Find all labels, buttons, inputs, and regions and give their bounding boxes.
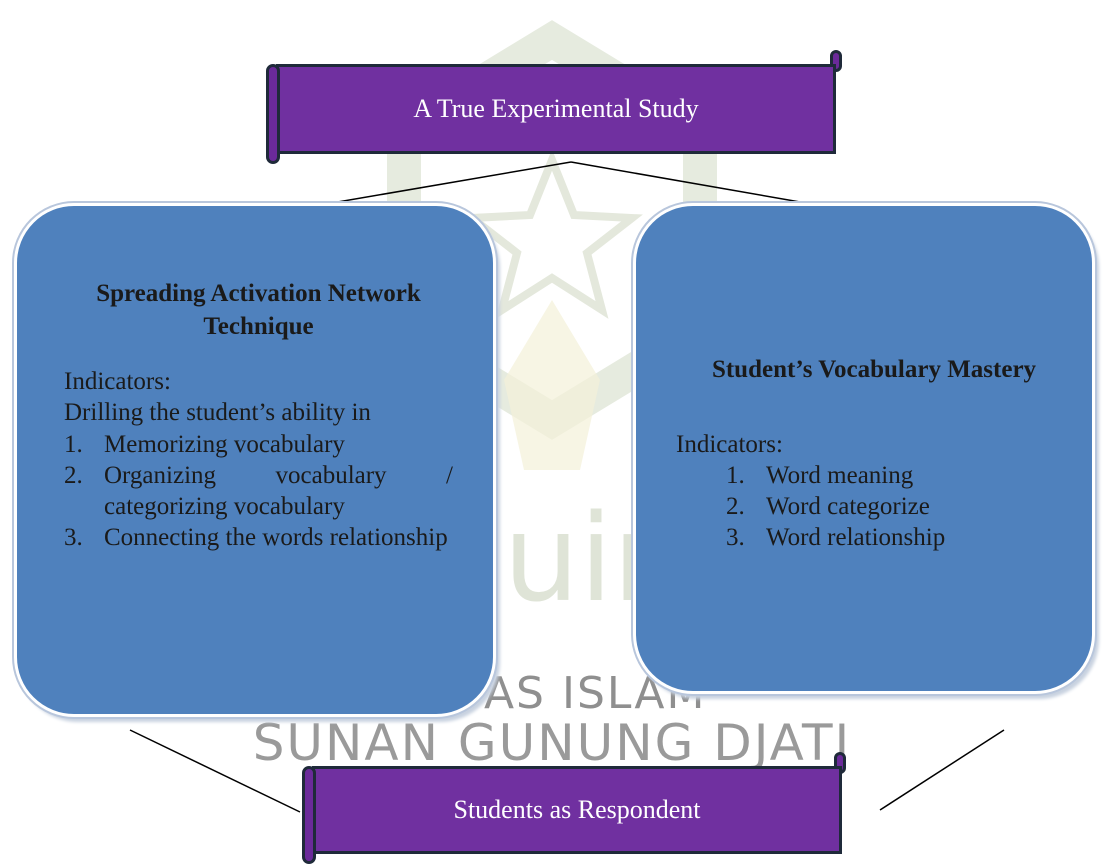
list-item-text: Memorizing vocabulary [104,430,345,458]
left-indicators-label: Indicators: [64,368,171,395]
list-item: 1. Word meaning [726,460,1072,491]
right-mastery-box: Student’s Vocabulary Mastery Indicators:… [633,203,1095,694]
bottom-scroll-body: Students as Respondent [312,766,842,854]
left-intro: Drilling the student’s ability in [64,399,371,427]
list-item: 3. Connecting the words relationship [64,522,453,553]
left-box-title: Spreading Activation Network Technique [96,280,421,340]
right-box-title: Student’s Vocabulary Mastery [711,356,1037,383]
left-indicator-list: 1. Memorizing vocabulary 2. Organizing v… [64,429,453,554]
list-item-number: 3. [726,524,745,552]
list-item-text: Connecting the words relationship [104,524,448,552]
list-item-number: 2. [726,493,745,520]
list-item-text: Word categorize [766,493,930,520]
list-item: 2. Word categorize [726,491,1072,522]
left-technique-box: Spreading Activation Network Technique I… [14,203,496,717]
list-item: 2. Organizing vocabulary / categorizing … [64,460,453,523]
right-indicators-label: Indicators: [676,430,783,458]
connector-bottom-left [129,729,301,813]
scroll-roll-left [302,766,316,864]
right-indicator-list: 1. Word meaning 2. Word categorize 3. Wo… [676,460,1072,554]
top-scroll-body: A True Experimental Study [276,64,836,154]
list-item-number: 1. [64,430,83,458]
top-scroll-banner: A True Experimental Study [266,50,842,165]
connector-top-right [570,161,801,203]
scroll-roll-left [266,64,280,164]
connector-bottom-right [879,729,1005,811]
list-item-text: Word relationship [766,524,946,552]
list-item-number: 3. [64,524,83,552]
connector-top-left [325,161,572,205]
bottom-scroll-banner: Students as Respondent [302,752,846,864]
top-scroll-label: A True Experimental Study [413,94,699,123]
list-item-number: 2. [64,461,83,489]
list-item-text: Organizing vocabulary / categorizing voc… [104,461,453,520]
bottom-scroll-label: Students as Respondent [453,795,701,824]
list-item: 3. Word relationship [726,522,1072,553]
list-item-text: Word meaning [766,461,914,489]
list-item-number: 1. [726,461,745,489]
list-item: 1. Memorizing vocabulary [64,429,453,460]
